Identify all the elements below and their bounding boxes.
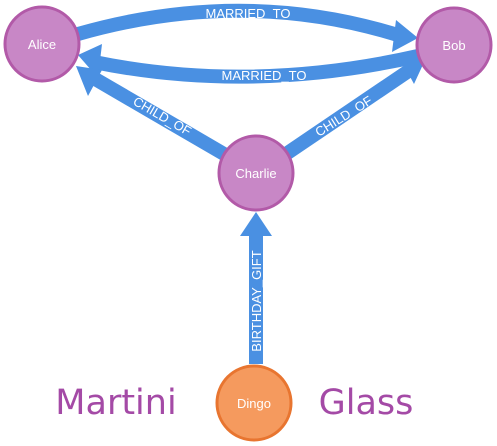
edge-label-child-of-right: CHILD_OF: [312, 93, 375, 140]
node-alice[interactable]: Alice: [3, 5, 81, 83]
edge-label-birthday-gift: BIRTHDAY_GIFT: [249, 250, 264, 351]
node-bob[interactable]: Bob: [415, 6, 493, 84]
edge-alice-to-bob: MARRIED_TO: [76, 3, 418, 52]
edge-bob-to-alice: MARRIED_TO: [78, 44, 420, 84]
caption-right: Glass: [319, 383, 414, 423]
edge-label-married-to-upper: MARRIED_TO: [206, 6, 291, 21]
node-label-alice: Alice: [28, 37, 56, 52]
edge-label-married-to-lower: MARRIED_TO: [222, 68, 307, 83]
edge-label-child-of-left: CHILD_OF: [131, 94, 194, 139]
node-label-charlie: Charlie: [235, 166, 276, 181]
node-label-dingo: Dingo: [237, 396, 271, 411]
edge-dingo-to-charlie: BIRTHDAY_GIFT: [240, 212, 272, 364]
caption-left: Martini: [55, 383, 176, 423]
node-dingo[interactable]: Dingo: [215, 364, 293, 442]
node-label-bob: Bob: [442, 38, 465, 53]
node-charlie[interactable]: Charlie: [217, 134, 295, 212]
